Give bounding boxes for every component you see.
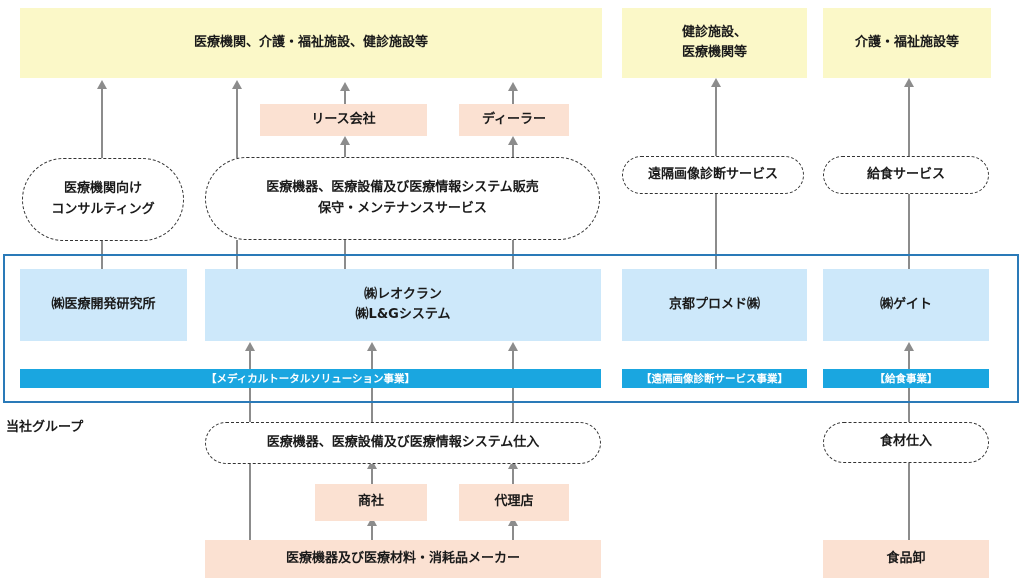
segment-remote-diagnosis-label: 【遠隔画像診断サービス事業】 [641, 373, 788, 385]
segment-remote-diagnosis-bar: 【遠隔画像診断サービス事業】 [622, 369, 807, 388]
company-promed-label: 京都プロメド㈱ [668, 296, 760, 312]
connector-line [512, 86, 514, 104]
food-wholesale-label: 食品卸 [886, 550, 926, 566]
connector-line [908, 82, 910, 156]
connector-line [371, 521, 373, 540]
company-promed: 京都プロメド㈱ [622, 269, 807, 341]
arrow-up-icon [508, 342, 518, 351]
customers-main-label: 医療機関、介護・福祉施設、健診施設等 [193, 34, 428, 50]
customers-health-box: 健診施設、 医療機関等 [622, 8, 807, 78]
equipment-procurement-pill: 医療機器、医療設備及び医療情報システム仕入 [205, 422, 601, 464]
connector-line [512, 464, 514, 484]
dealer-box: ディーラー [459, 104, 569, 136]
catering-service-pill: 給食サービス [823, 156, 989, 194]
food-procurement-pill: 食材仕入 [823, 422, 989, 463]
sales-service-pill: 医療機器、医療設備及び医療情報システム販売 保守・メンテナンスサービス [205, 157, 600, 240]
segment-medical-total-bar: 【メディカルトータルソリューション事業】 [20, 369, 601, 388]
catering-service-label: 給食サービス [866, 166, 945, 182]
customers-health-label: 健診施設、 医療機関等 [681, 24, 747, 60]
customers-main-box: 医療機関、介護・福祉施設、健診施設等 [20, 8, 602, 78]
arrow-up-icon [508, 136, 518, 145]
arrow-up-icon [232, 80, 242, 89]
arrow-up-icon [340, 136, 350, 145]
company-iryo-kaihatsu: ㈱医療開発研究所 [20, 269, 187, 341]
company-leocrane: ㈱レオクラン ㈱L&Gシステム [205, 269, 601, 341]
trading-company-label: 商社 [357, 494, 384, 510]
segment-catering-bar: 【給食事業】 [823, 369, 989, 388]
agency-label: 代理店 [494, 494, 534, 510]
arrow-up-icon [508, 460, 518, 469]
connector-line [344, 140, 346, 158]
arrow-up-icon [340, 82, 350, 91]
arrow-up-icon [245, 342, 255, 351]
lease-company-box: リース会社 [260, 104, 427, 136]
dealer-label: ディーラー [481, 111, 547, 127]
arrow-up-icon [711, 78, 721, 87]
consulting-service-label: 医療機関向け コンサルティング [51, 181, 155, 217]
agency-box: 代理店 [459, 484, 569, 521]
connector-line [715, 82, 717, 156]
remote-diagnosis-pill: 遠隔画像診断サービス [622, 156, 804, 194]
customers-care-box: 介護・福祉施設等 [823, 8, 991, 78]
arrow-up-icon [904, 342, 914, 351]
arrow-up-icon [904, 78, 914, 87]
connector-line [344, 86, 346, 104]
connector-line [371, 464, 373, 484]
connector-line [715, 194, 717, 269]
arrow-up-icon [367, 517, 377, 526]
consulting-service-pill: 医療機関向け コンサルティング [22, 158, 184, 241]
food-procurement-label: 食材仕入 [879, 434, 932, 450]
equipment-procurement-label: 医療機器、医療設備及び医療情報システム仕入 [266, 434, 540, 450]
company-iryo-kaihatsu-label: ㈱医療開発研究所 [51, 296, 156, 312]
connector-line [101, 84, 103, 168]
connector-line [236, 84, 238, 158]
company-gate-label: ㈱ゲイト [880, 296, 932, 312]
trading-company-box: 商社 [315, 484, 427, 521]
connector-line [512, 140, 514, 158]
customers-care-label: 介護・福祉施設等 [854, 34, 959, 50]
group-label: 当社グループ [6, 420, 84, 435]
segment-catering-label: 【給食事業】 [874, 373, 938, 385]
sales-service-label: 医療機器、医療設備及び医療情報システム販売 保守・メンテナンスサービス [266, 180, 539, 216]
connector-line [908, 463, 910, 540]
connector-line [908, 194, 910, 269]
connector-line [512, 521, 514, 540]
arrow-up-icon [508, 517, 518, 526]
segment-medical-total-label: 【メディカルトータルソリューション事業】 [205, 373, 416, 385]
arrow-up-icon [508, 82, 518, 91]
lease-company-label: リース会社 [311, 111, 376, 127]
company-gate: ㈱ゲイト [823, 269, 989, 341]
remote-diagnosis-label: 遠隔画像診断サービス [647, 166, 778, 182]
maker-box: 医療機器及び医療材料・消耗品メーカー [205, 540, 601, 578]
maker-label: 医療機器及び医療材料・消耗品メーカー [285, 550, 520, 566]
company-group-frame [3, 254, 1019, 403]
food-wholesale-box: 食品卸 [823, 540, 989, 578]
arrow-up-icon [367, 342, 377, 351]
arrow-up-icon [367, 460, 377, 469]
company-leocrane-label: ㈱レオクラン ㈱L&Gシステム [355, 286, 451, 322]
arrow-up-icon [97, 80, 107, 89]
